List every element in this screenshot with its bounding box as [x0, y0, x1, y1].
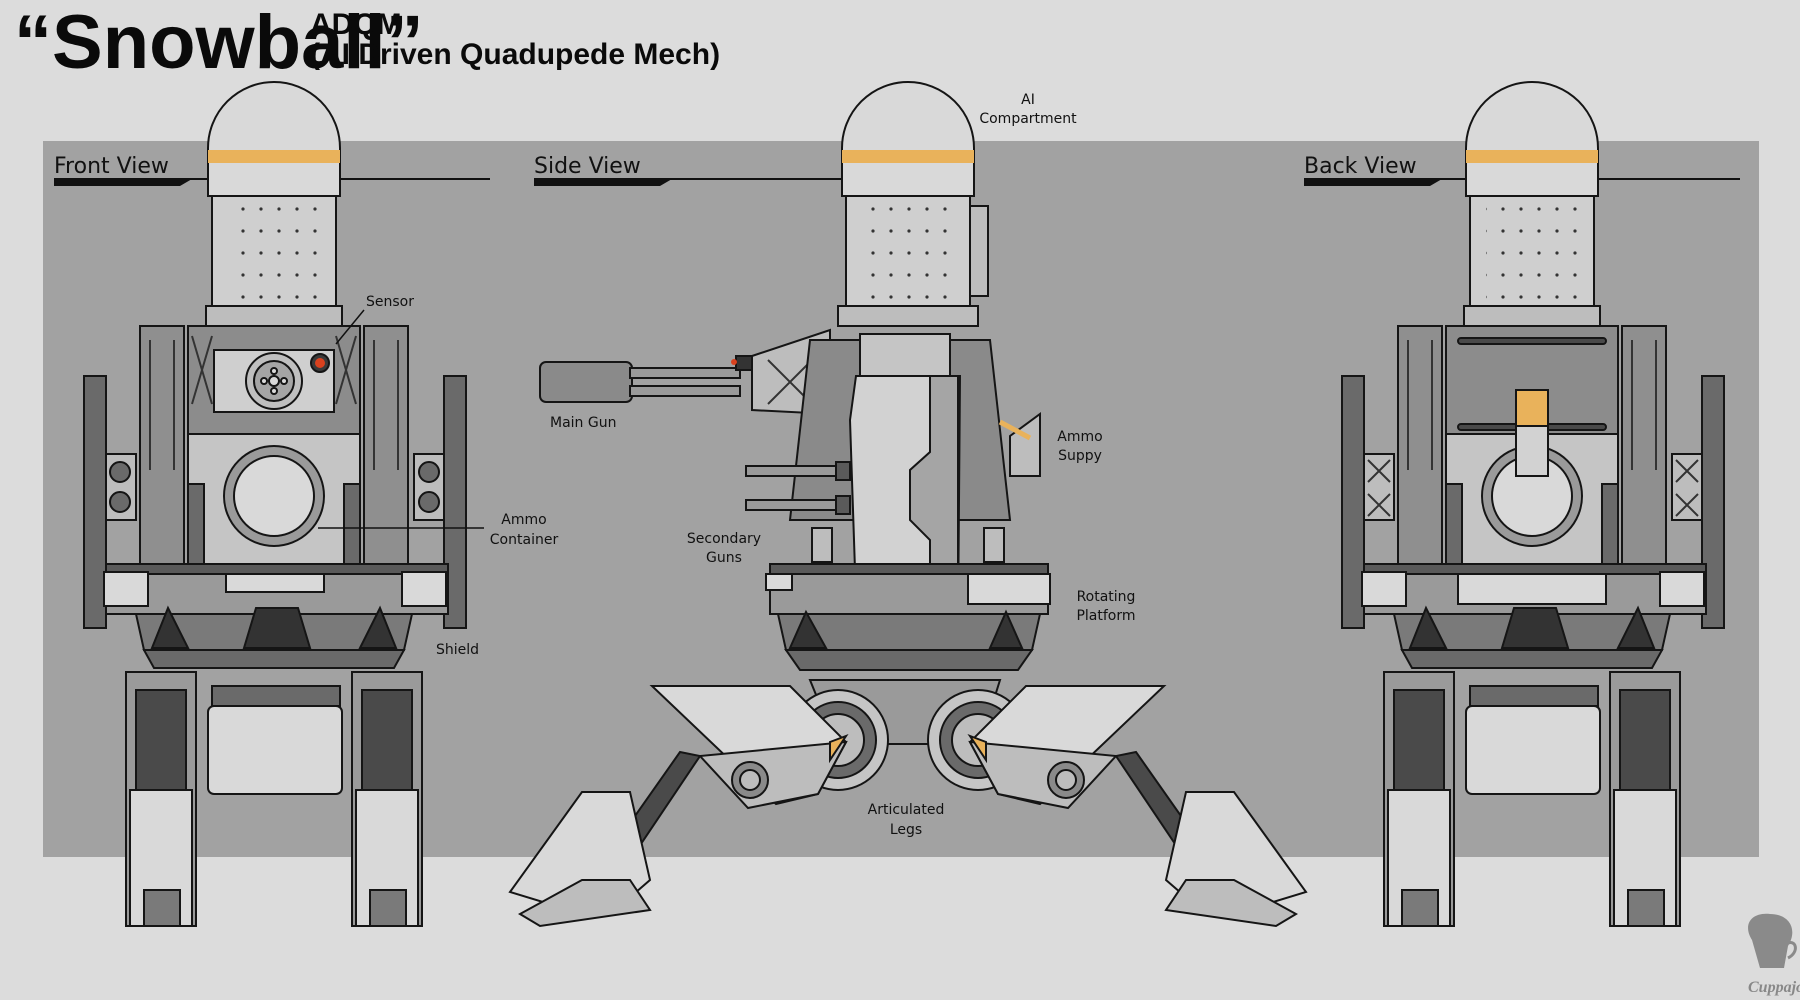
- watermark-logo: Cuppajo: [1748, 913, 1800, 996]
- svg-text:Front View: Front View: [54, 154, 169, 179]
- callout-ai-compartment: AI Compartment: [979, 92, 1077, 127]
- svg-text:Secondary: Secondary: [687, 531, 761, 547]
- callout-ammo-container: Ammo Container: [318, 512, 558, 548]
- svg-text:AI: AI: [1021, 92, 1035, 108]
- callout-shield: Shield: [436, 642, 479, 658]
- svg-text:Back View: Back View: [1304, 154, 1417, 179]
- back-view-mech: [1341, 81, 1725, 927]
- side-view-mech: [508, 81, 1308, 928]
- front-view-header: Front View: [54, 154, 490, 186]
- callout-ammo-supply: Ammo Suppy: [1057, 429, 1102, 464]
- title-code: ADQM: [310, 8, 402, 41]
- svg-text:Rotating: Rotating: [1077, 589, 1136, 605]
- title-main: “Snowball”: [14, 0, 424, 85]
- callout-secondary-guns: Secondary Guns: [687, 531, 761, 566]
- callout-sensor: Sensor: [335, 294, 414, 345]
- svg-text:Guns: Guns: [706, 550, 742, 566]
- back-view-header: Back View: [1304, 154, 1740, 186]
- svg-text:Articulated: Articulated: [868, 802, 945, 818]
- title-subtitle: (AI Driven Quadupede Mech): [310, 38, 720, 71]
- svg-text:Cuppajo: Cuppajo: [1748, 979, 1800, 996]
- svg-text:Side View: Side View: [534, 154, 641, 179]
- front-view-mech: [83, 81, 467, 927]
- svg-text:Ammo: Ammo: [501, 512, 546, 528]
- svg-text:Compartment: Compartment: [979, 111, 1077, 127]
- callout-main-gun: Main Gun: [550, 415, 616, 431]
- svg-text:Container: Container: [490, 532, 559, 548]
- callout-rotating-platform: Rotating Platform: [1076, 589, 1135, 624]
- svg-text:Sensor: Sensor: [366, 294, 414, 310]
- svg-text:Suppy: Suppy: [1058, 448, 1102, 464]
- callout-articulated-legs: Articulated Legs: [868, 802, 945, 838]
- svg-text:Ammo: Ammo: [1057, 429, 1102, 445]
- svg-text:Legs: Legs: [890, 822, 922, 838]
- side-view-header: Side View: [534, 154, 850, 186]
- svg-text:Platform: Platform: [1076, 608, 1135, 624]
